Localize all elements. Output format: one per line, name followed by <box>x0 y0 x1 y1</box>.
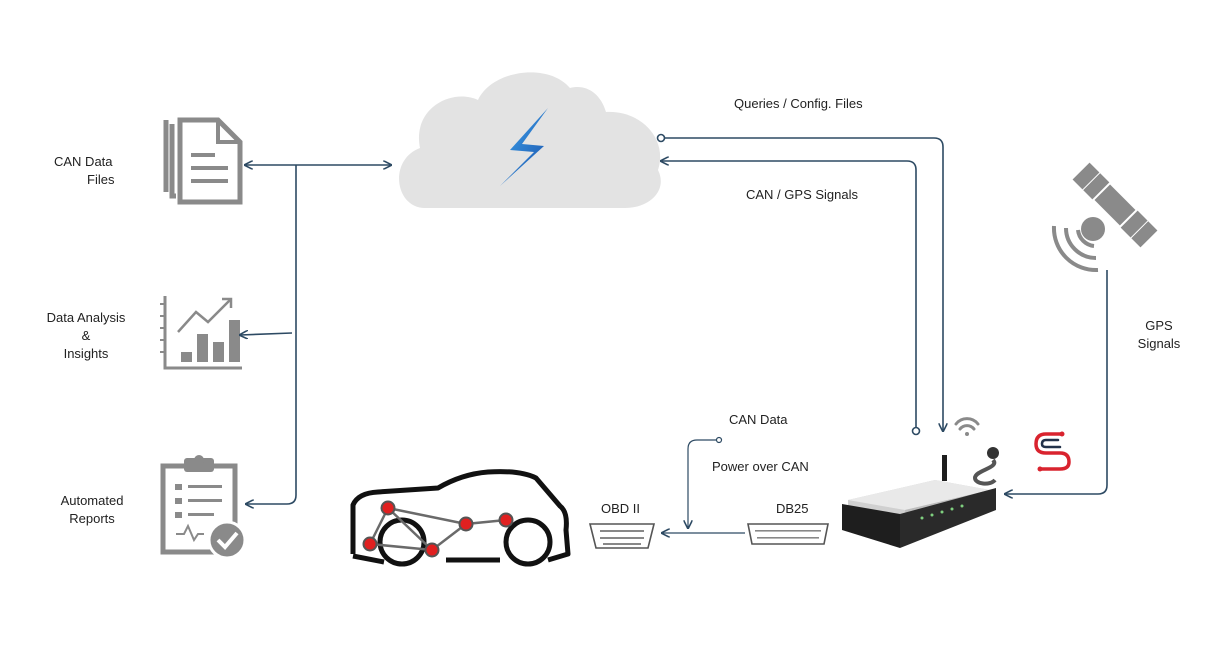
label-can-data-files: CAN Data Files <box>54 153 114 189</box>
left-connectors <box>240 165 391 504</box>
label-can-data: CAN Data <box>729 412 788 427</box>
label-line: Files <box>87 172 115 187</box>
label-automated-reports: Automated Reports <box>52 492 132 528</box>
documents-icon <box>163 117 243 205</box>
label-db25: DB25 <box>776 501 809 516</box>
label-line: GPS <box>1145 318 1173 333</box>
label-queries: Queries / Config. Files <box>734 96 863 111</box>
label-line: Reports <box>69 511 115 526</box>
clipboard-check-icon <box>160 455 247 560</box>
label-line: Insights <box>63 346 109 361</box>
right-connectors <box>661 137 1108 494</box>
logger-device-icon <box>842 447 999 548</box>
wifi-icon <box>954 417 980 436</box>
label-line: Signals <box>1137 336 1181 351</box>
car-icon <box>350 469 571 567</box>
db25-connector-icon <box>747 523 829 545</box>
label-line: Automated <box>60 493 124 508</box>
growth-chart-icon <box>160 296 242 370</box>
brand-logo-icon <box>1034 431 1071 472</box>
satellite-icon <box>1051 159 1161 273</box>
bottom-connectors <box>662 439 745 533</box>
label-data-analysis: Data Analysis & Insights <box>40 309 132 363</box>
label-power-over-can: Power over CAN <box>712 459 809 474</box>
obd2-connector-icon <box>588 523 656 549</box>
cloud-logo-icon <box>500 108 548 186</box>
label-obd2: OBD II <box>601 501 641 516</box>
label-gps-signals: GPS Signals <box>1130 317 1188 353</box>
label-line: Data Analysis <box>46 310 126 325</box>
cloud-icon <box>399 72 661 209</box>
label-line: & <box>81 328 91 343</box>
label-line: CAN Data <box>54 154 113 169</box>
label-can-gps-signals: CAN / GPS Signals <box>746 187 858 202</box>
